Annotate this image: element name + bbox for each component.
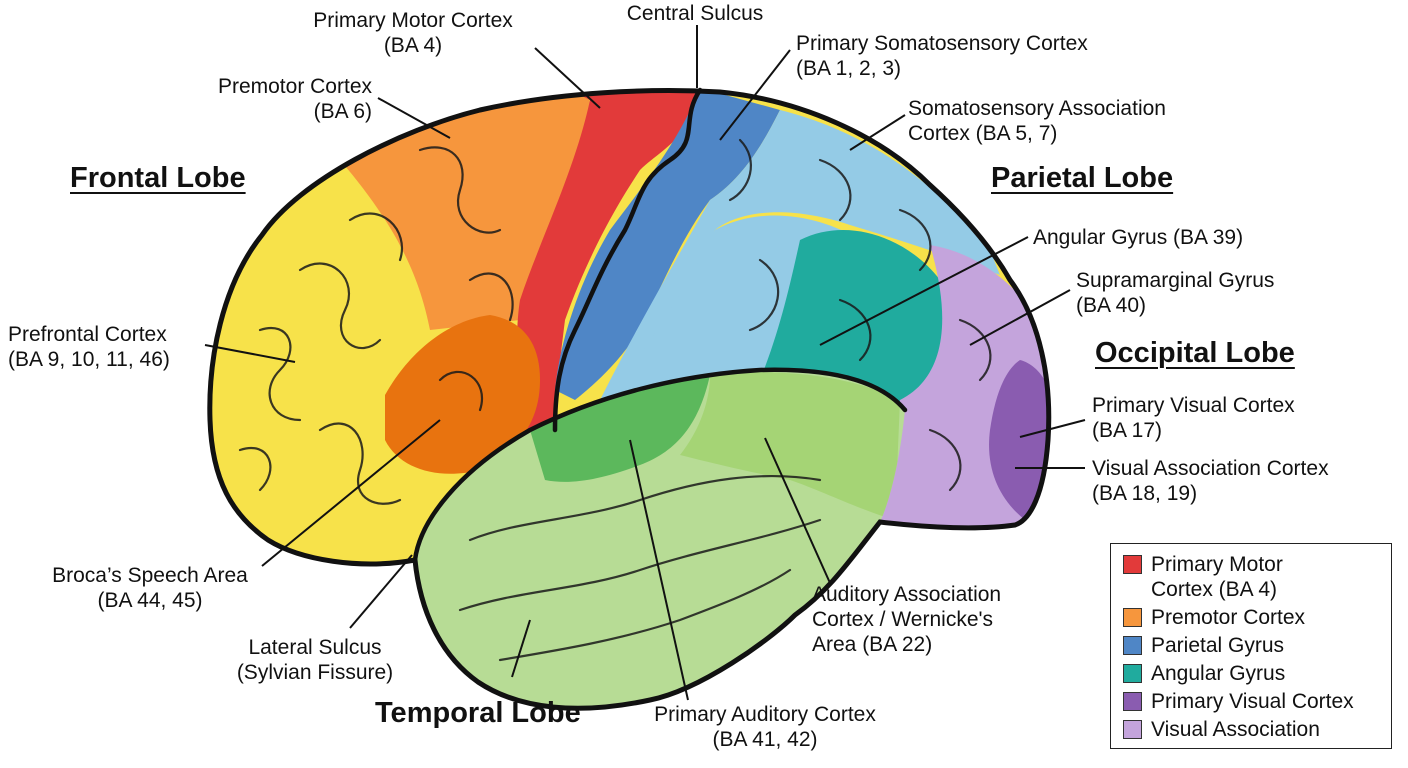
somatosensory-region <box>555 90 780 400</box>
legend-item: Premotor Cortex <box>1123 605 1391 630</box>
leader-lateral-sulcus <box>349 554 413 629</box>
legend-swatch <box>1123 555 1142 574</box>
leader-lines <box>204 25 1086 701</box>
leader-primary-somatosensory <box>719 49 791 141</box>
legend-swatch <box>1123 636 1142 655</box>
leader-primary-visual <box>1019 419 1086 438</box>
legend-label: Parietal Gyrus <box>1151 634 1285 657</box>
label-supramarginal-gyrus: Supramarginal Gyrus (BA 40) <box>1076 269 1275 317</box>
leader-somatosensory-assoc <box>849 114 906 151</box>
label-primary-motor-cortex: Primary Motor Cortex (BA 4) <box>313 9 513 57</box>
leader-temporal <box>511 619 531 678</box>
legend-label: Primary Visual Cortex <box>1151 690 1354 713</box>
occipital-lobe-label: Occipital Lobe <box>1095 337 1295 369</box>
label-premotor-cortex: Premotor Cortex (BA 6) <box>217 75 372 123</box>
label-primary-visual-cortex: Primary Visual Cortex (BA 17) <box>1092 394 1295 442</box>
lateral-sulcus-line <box>412 367 908 563</box>
association-region <box>600 110 1000 400</box>
leader-primary-motor <box>534 47 601 109</box>
label-broca-area: Broca’s Speech Area (BA 44, 45) <box>52 564 248 612</box>
legend-item: Angular Gyrus <box>1123 661 1391 686</box>
leader-broca <box>261 419 441 567</box>
legend-swatch <box>1123 664 1142 683</box>
central-sulcus-line <box>552 87 703 433</box>
label-visual-association-cortex: Visual Association Cortex (BA 18, 19) <box>1092 457 1329 505</box>
legend-swatch <box>1123 720 1142 739</box>
leader-premotor <box>377 97 451 139</box>
label-prefrontal-cortex: Prefrontal Cortex (BA 9, 10, 11, 46) <box>8 323 170 371</box>
auditory-region <box>530 375 710 482</box>
legend-item: Parietal Gyrus <box>1123 633 1391 658</box>
brain-outline <box>207 88 1052 711</box>
label-auditory-association: Auditory Association Cortex / Wernicke's… <box>812 583 1002 656</box>
label-primary-auditory-cortex: Primary Auditory Cortex (BA 41, 42) <box>654 703 876 751</box>
motor-region <box>516 90 700 450</box>
angular-region <box>760 229 950 409</box>
leader-supramarginal <box>969 289 1071 346</box>
legend-swatch <box>1123 608 1142 627</box>
legend-label: Visual Association <box>1151 718 1320 741</box>
label-angular-gyrus: Angular Gyrus (BA 39) <box>1033 226 1244 249</box>
legend-item: Visual Association <box>1123 717 1391 742</box>
legend-swatch <box>1123 692 1142 711</box>
legend-label: Primary Motor Cortex (BA 4) <box>1151 553 1283 601</box>
label-lateral-sulcus: Lateral Sulcus (Sylvian Fissure) <box>236 636 394 684</box>
leader-primary-auditory <box>629 439 689 701</box>
legend-label: Premotor Cortex <box>1151 606 1306 629</box>
label-primary-somatosensory-cortex: Primary Somatosensory Cortex (BA 1, 2, 3… <box>796 32 1088 80</box>
leader-angular <box>819 236 1029 346</box>
temporal-lobe-label: Temporal Lobe <box>375 697 581 729</box>
legend-item: Primary Motor Cortex (BA 4) <box>1123 552 1391 602</box>
leader-auditory-assoc <box>764 437 831 584</box>
label-somatosensory-association: Somatosensory Association Cortex (BA 5, … <box>908 97 1166 145</box>
premotor-region <box>340 95 590 330</box>
wernicke-region <box>680 372 900 520</box>
legend: Primary Motor Cortex (BA 4) Premotor Cort… <box>1110 543 1392 749</box>
leader-prefrontal <box>204 344 296 363</box>
sulci-lines <box>238 138 992 662</box>
label-central-sulcus: Central Sulcus <box>626 2 764 25</box>
parietal-lobe-label: Parietal Lobe <box>991 162 1174 194</box>
legend-label: Angular Gyrus <box>1151 662 1286 685</box>
legend-item: Primary Visual Cortex <box>1123 689 1391 714</box>
frontal-lobe-label: Frontal Lobe <box>70 162 246 194</box>
